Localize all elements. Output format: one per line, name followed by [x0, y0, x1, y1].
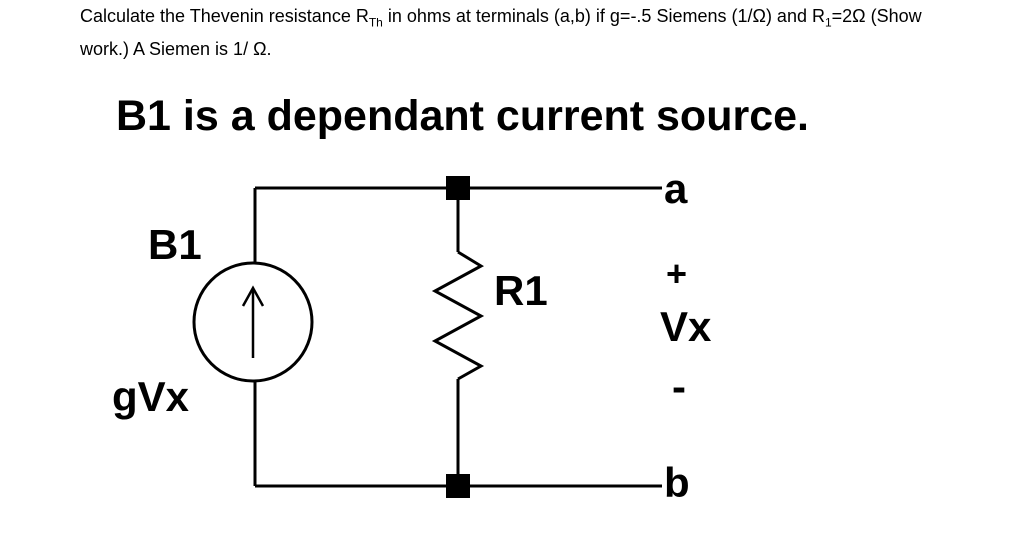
- problem-line1-part-b: in ohms at terminals (a,b) if g=-.5 Siem…: [382, 6, 825, 26]
- problem-line1-sub-1: 1: [824, 15, 832, 30]
- problem-line1-part-a: Calculate the Thevenin resistance R: [80, 6, 369, 26]
- source-name-label: B1: [148, 221, 202, 268]
- problem-line1-sub-th: Th: [368, 15, 383, 30]
- problem-line1-part-c: =2Ω (Show: [831, 6, 922, 26]
- problem-line-2: work.) A Siemen is 1/ Ω.: [80, 38, 272, 59]
- resistor-zigzag: [431, 250, 485, 381]
- resistor-label: R1: [494, 267, 548, 314]
- node-top: [446, 176, 470, 200]
- minus-sign: -: [672, 363, 686, 410]
- node-bottom: [446, 474, 470, 498]
- problem-line-1: Calculate the Thevenin resistance RTh in…: [80, 3, 922, 36]
- terminal-a-label: a: [664, 165, 688, 212]
- terminal-b-label: b: [664, 459, 690, 506]
- source-gain-label: gVx: [112, 373, 190, 420]
- page-title: B1 is a dependant current source.: [116, 92, 809, 140]
- problem-statement: Calculate the Thevenin resistance RTh in…: [80, 3, 922, 62]
- arrow-up-icon: [241, 285, 265, 358]
- plus-sign: +: [666, 253, 688, 294]
- voltage-label: Vx: [660, 303, 712, 350]
